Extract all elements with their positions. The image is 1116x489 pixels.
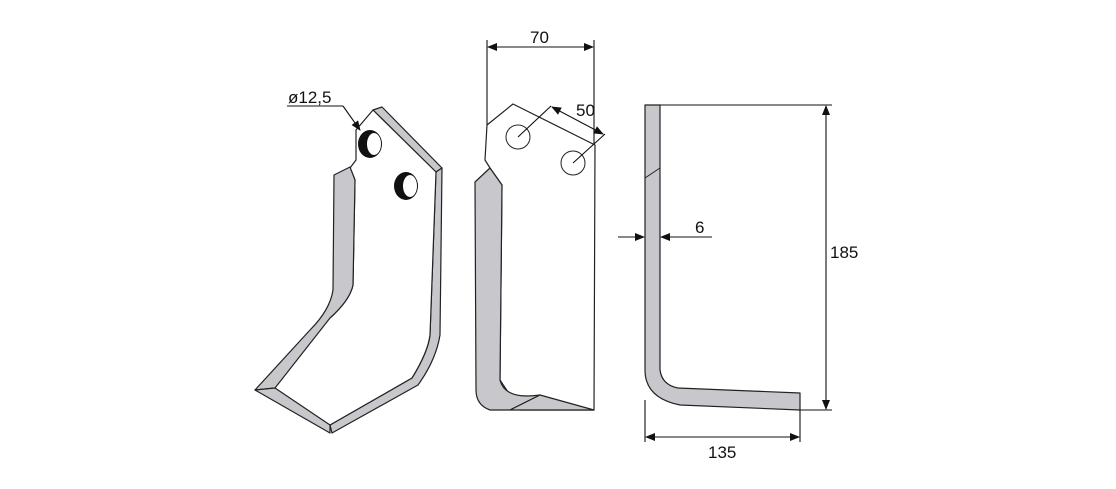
blade-front-view [474, 103, 596, 411]
height-label: 185 [830, 243, 858, 262]
length-label: 135 [708, 443, 736, 462]
hole-diameter-label: ø12,5 [288, 88, 331, 107]
dimension-135 [644, 400, 801, 442]
thickness-label: 6 [695, 218, 704, 237]
hole-spacing-label: 50 [576, 101, 595, 120]
dimension-50 [517, 105, 606, 164]
dimension-hole-diameter [287, 105, 361, 131]
dimension-185 [660, 104, 832, 411]
blade-side-view [644, 104, 801, 411]
width-label: 70 [530, 28, 549, 47]
blade-isometric-view [254, 106, 443, 434]
